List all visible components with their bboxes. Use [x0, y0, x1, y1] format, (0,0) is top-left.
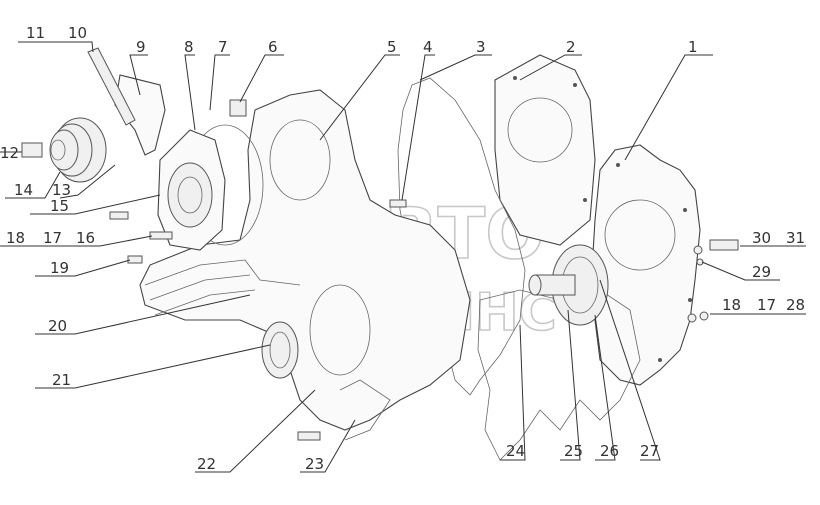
callout-4: 4 [423, 38, 433, 56]
callout-17-left: 17 [43, 229, 62, 247]
callout-17-right: 17 [757, 296, 776, 314]
callout-18-right: 18 [722, 296, 741, 314]
callout-20: 20 [48, 317, 67, 335]
part-bolt-top [87, 47, 136, 126]
callout-27: 27 [640, 442, 659, 460]
callout-31: 31 [786, 229, 805, 247]
callout-9: 9 [136, 38, 146, 56]
callout-30: 30 [752, 229, 771, 247]
callout-26: 26 [600, 442, 619, 460]
callout-25: 25 [564, 442, 583, 460]
callout-12: 12 [0, 144, 19, 162]
callout-11: 11 [26, 24, 45, 42]
part-main-housing [139, 89, 471, 441]
callout-7: 7 [218, 38, 228, 56]
small-bolts [109, 199, 739, 441]
part-pump-body [157, 129, 226, 251]
part-spacer [229, 99, 247, 117]
callout-22: 22 [197, 455, 216, 473]
callout-16: 16 [76, 229, 95, 247]
callout-29: 29 [752, 263, 771, 281]
part-pulley [21, 117, 107, 183]
part-gear [528, 244, 609, 326]
callout-13: 13 [52, 181, 71, 199]
callout-18-left: 18 [6, 229, 25, 247]
callout-24: 24 [506, 442, 525, 460]
callout-6: 6 [268, 38, 278, 56]
callout-14: 14 [14, 181, 33, 199]
callout-21: 21 [52, 371, 71, 389]
callout-19: 19 [50, 259, 69, 277]
callout-3: 3 [476, 38, 486, 56]
callout-5: 5 [387, 38, 397, 56]
callout-8: 8 [184, 38, 194, 56]
part-gasket-mid [397, 77, 526, 396]
part-plate [494, 54, 596, 246]
callout-2: 2 [566, 38, 576, 56]
callout-10: 10 [68, 24, 87, 42]
callout-1: 1 [688, 38, 698, 56]
callout-28: 28 [786, 296, 805, 314]
callout-15: 15 [50, 197, 69, 215]
callout-labels: 1 2 3 4 5 6 7 8 9 10 11 12 13 14 15 16 1… [0, 24, 805, 473]
leader-lines [0, 41, 806, 473]
part-gasket-outer [591, 144, 701, 386]
callout-23: 23 [305, 455, 324, 473]
